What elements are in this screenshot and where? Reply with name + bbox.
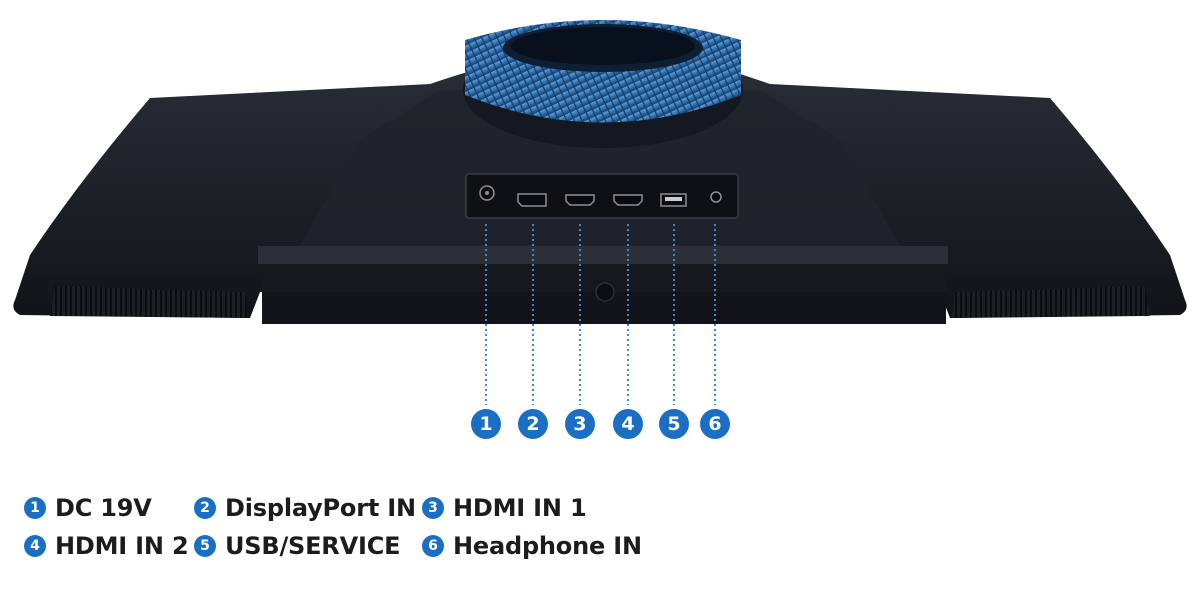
- usb-icon: [660, 193, 687, 207]
- dc-power-jack-icon: [479, 185, 495, 201]
- left-vent: [50, 286, 248, 318]
- hdmi-icon: [613, 194, 643, 206]
- legend-item-dc: 1 DC 19V: [24, 493, 152, 523]
- callout-badge-4: 4: [613, 409, 643, 439]
- hdmi-icon: [565, 194, 595, 206]
- callout-badge-1: 1: [471, 409, 501, 439]
- legend-item-hdmi-2: 4 HDMI IN 2: [24, 531, 189, 561]
- legend-badge-1: 1: [24, 497, 46, 519]
- port-panel: [465, 173, 739, 219]
- legend-label-dc: DC 19V: [55, 494, 152, 522]
- legend-badge-5: 5: [194, 535, 216, 557]
- legend-badge-3: 3: [422, 497, 444, 519]
- legend-label-hdmi-1: HDMI IN 1: [453, 494, 587, 522]
- legend-label-hdmi-2: HDMI IN 2: [55, 532, 189, 560]
- headphone-jack-icon: [710, 191, 722, 203]
- callout-badge-2: 2: [518, 409, 548, 439]
- legend-item-displayport: 2 DisplayPort IN: [194, 493, 416, 523]
- callout-badge-3: 3: [565, 409, 595, 439]
- displayport-icon: [517, 193, 547, 207]
- leader-lines: [485, 224, 716, 405]
- legend-item-usb: 5 USB/SERVICE: [194, 531, 401, 561]
- callout-badge-6: 6: [700, 409, 730, 439]
- right-vent: [952, 286, 1150, 318]
- legend-label-usb: USB/SERVICE: [225, 532, 401, 560]
- legend-label-displayport: DisplayPort IN: [225, 494, 416, 522]
- legend-label-headphone: Headphone IN: [453, 532, 642, 560]
- stand-connector-ring: [463, 20, 743, 148]
- legend-item-headphone: 6 Headphone IN: [422, 531, 642, 561]
- legend-badge-2: 2: [194, 497, 216, 519]
- legend-badge-4: 4: [24, 535, 46, 557]
- callout-badge-5: 5: [659, 409, 689, 439]
- legend-item-hdmi-1: 3 HDMI IN 1: [422, 493, 587, 523]
- legend-badge-6: 6: [422, 535, 444, 557]
